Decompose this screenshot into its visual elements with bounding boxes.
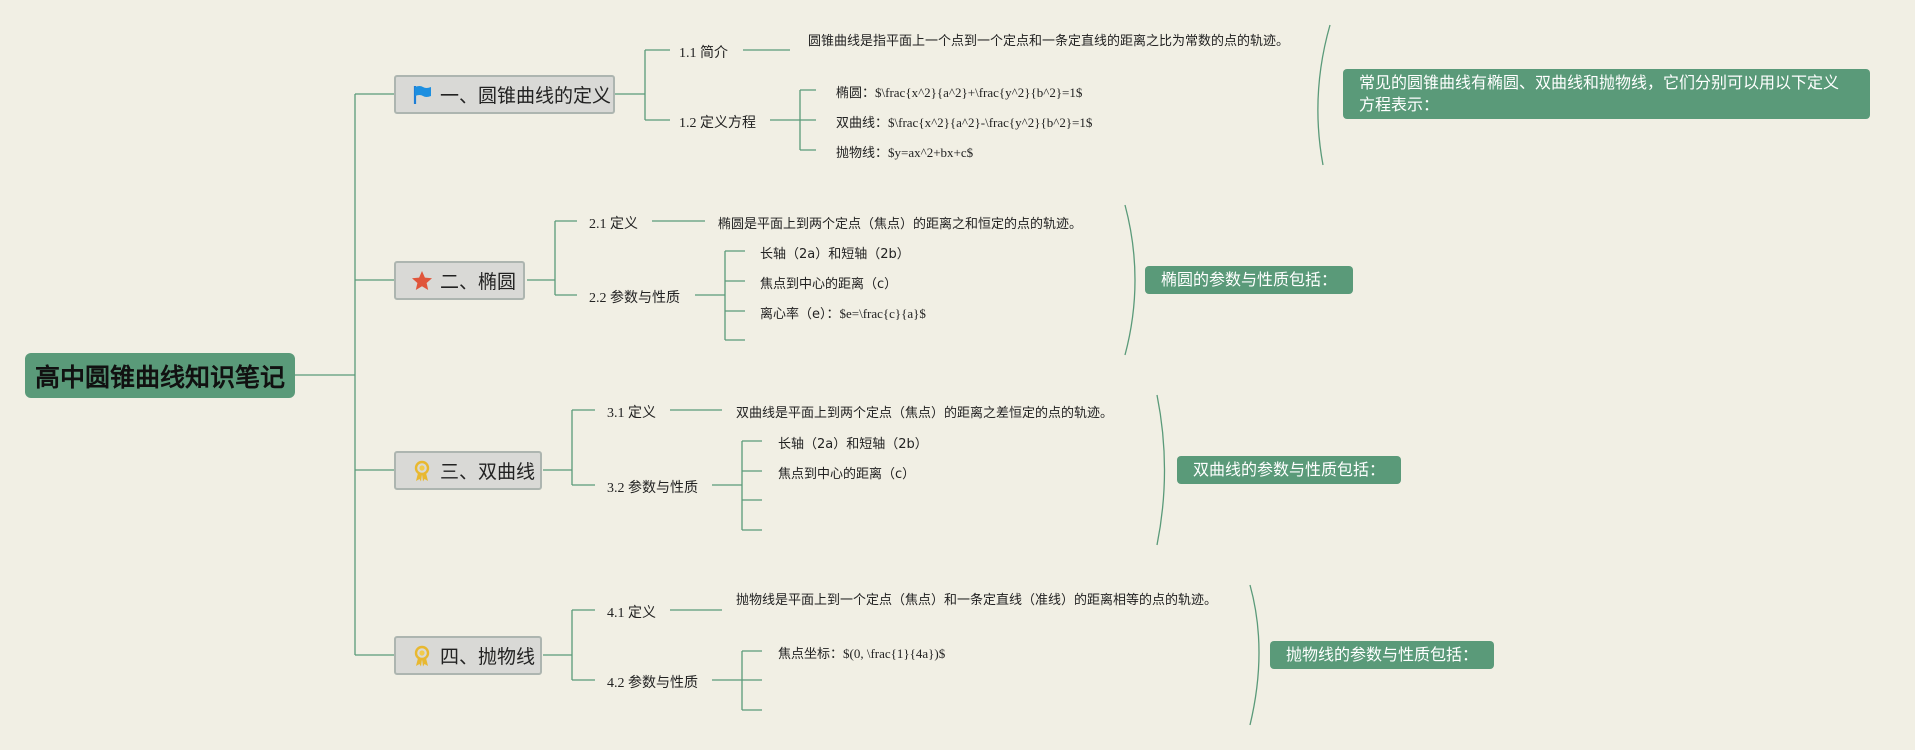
leaf-3-1-text[interactable]: 双曲线是平面上到两个定点（焦点）的距离之差恒定的点的轨迹。 [736,406,1114,421]
leaf-prefix: 长轴（2a）和短轴（2b） [760,247,910,262]
leaf-1-1-text[interactable]: 圆锥曲线是指平面上一个点到一个定点和一条定直线的距离之比为常数的点的轨迹。 [808,34,1290,49]
subtopic-4-1[interactable]: 4.1 定义 [607,606,656,621]
leaf-prefix: 抛物线： [836,146,889,161]
subtopic-4-2[interactable]: 4.2 参数与性质 [607,676,698,691]
leaf-math: $e=\frac{c}{a}$ [839,306,926,321]
leaf-math: $\frac{x^2}{a^2}+\frac{y^2}{b^2}=1$ [875,85,1083,100]
leaf-ellipse-equation[interactable]: 椭圆：$\frac{x^2}{a^2}+\frac{y^2}{b^2}=1$ [836,82,1082,101]
leaf-prefix: 长轴（2a）和短轴（2b） [778,437,928,452]
topic-label: 一、圆锥曲线的定义 [440,85,612,107]
leaf-prefix: 焦点坐标： [778,647,844,662]
topic-section-3[interactable]: 三、双曲线 [394,451,542,490]
summary-section-3[interactable]: 双曲线的参数与性质包括： [1177,456,1402,484]
leaf-parabola-equation[interactable]: 抛物线：$y=ax^2+bx+c$ [836,142,973,161]
blue-flag-icon [410,83,434,107]
leaf-focal-distance[interactable]: 焦点到中心的距离（c） [760,273,897,292]
subtopic-1-2[interactable]: 1.2 定义方程 [679,116,756,131]
topic-section-1[interactable]: 一、圆锥曲线的定义 [394,75,615,114]
leaf-focal-distance[interactable]: 焦点到中心的距离（c） [778,463,915,482]
topic-section-2[interactable]: 二、椭圆 [394,261,525,300]
subtopic-3-2[interactable]: 3.2 参数与性质 [607,481,698,496]
leaf-eccentricity[interactable]: 离心率（e）：$e=\frac{c}{a}$ [760,303,926,322]
leaf-4-1-text[interactable]: 抛物线是平面上到一个定点（焦点）和一条定直线（准线）的距离相等的点的轨迹。 [736,593,1218,608]
subtopic-1-1[interactable]: 1.1 简介 [679,46,728,61]
leaf-prefix: 双曲线： [836,116,889,131]
leaf-axes[interactable]: 长轴（2a）和短轴（2b） [778,433,928,452]
leaf-prefix: 焦点到中心的距离（c） [778,467,916,482]
gold-award-icon [410,644,434,668]
topic-label: 二、椭圆 [440,271,517,293]
leaf-focus-coordinates[interactable]: 焦点坐标：$(0, \frac{1}{4a})$ [778,643,945,662]
summary-section-4[interactable]: 抛物线的参数与性质包括： [1270,641,1495,669]
summary-section-2[interactable]: 椭圆的参数与性质包括： [1145,266,1354,294]
summary-section-1[interactable]: 常见的圆锥曲线有椭圆、双曲线和抛物线，它们分别可以用以下定义方程表示： [1343,69,1870,119]
root-topic[interactable]: 高中圆锥曲线知识笔记 [25,353,295,398]
leaf-prefix: 焦点到中心的距离（c） [760,277,898,292]
topic-section-4[interactable]: 四、抛物线 [394,636,542,675]
subtopic-2-1[interactable]: 2.1 定义 [589,217,638,232]
gold-award-icon [410,459,434,483]
topic-label: 三、双曲线 [440,461,536,483]
leaf-math: $\frac{x^2}{a^2}-\frac{y^2}{b^2}=1$ [888,115,1093,130]
leaf-prefix: 离心率（e）： [760,307,840,322]
red-star-icon [410,269,434,293]
subtopic-3-1[interactable]: 3.1 定义 [607,406,656,421]
leaf-axes[interactable]: 长轴（2a）和短轴（2b） [760,243,910,262]
subtopic-2-2[interactable]: 2.2 参数与性质 [589,291,680,306]
leaf-hyperbola-equation[interactable]: 双曲线：$\frac{x^2}{a^2}-\frac{y^2}{b^2}=1$ [836,112,1092,131]
leaf-prefix: 椭圆： [836,86,876,101]
leaf-math: $y=ax^2+bx+c$ [888,145,974,160]
leaf-math: $(0, \frac{1}{4a})$ [843,646,946,661]
topic-label: 四、抛物线 [440,646,536,668]
leaf-2-1-text[interactable]: 椭圆是平面上到两个定点（焦点）的距离之和恒定的点的轨迹。 [718,217,1083,232]
